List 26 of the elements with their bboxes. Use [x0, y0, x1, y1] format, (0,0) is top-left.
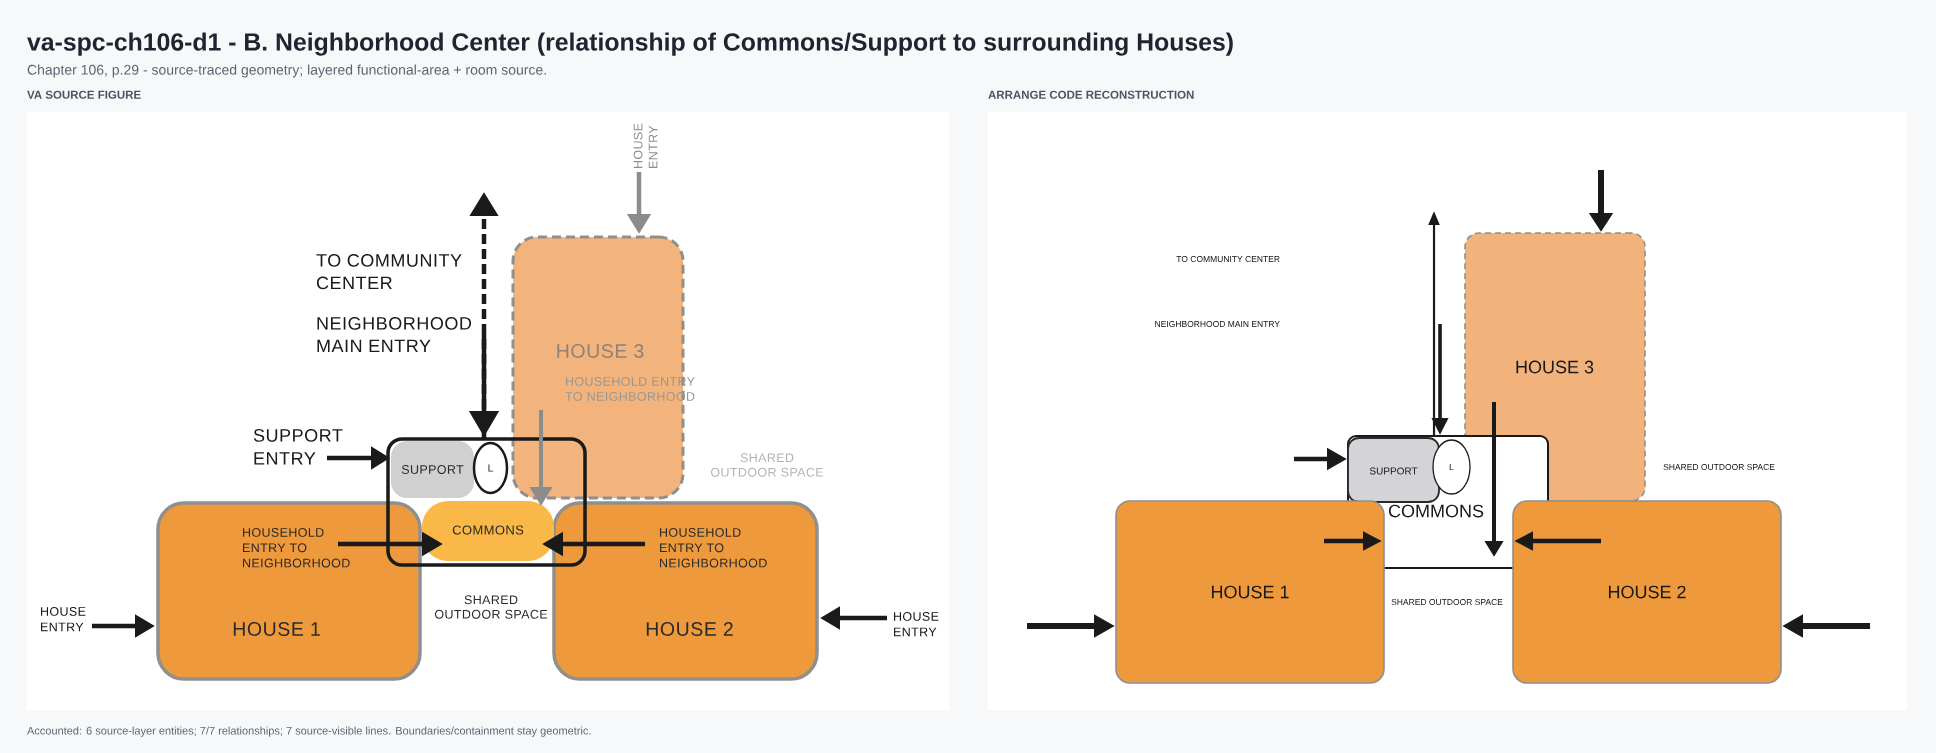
entry-label: HOUSEHOLD ENTRY TO NEIGHBORHOOD — [660, 528, 767, 568]
edge-label: HOUSE ENTRY — [894, 612, 939, 637]
subtitle: Chapter 106, p.29 - source-traced geometry; layered functional-area + room source. — [27, 64, 546, 78]
house-box: HOUSE 2 — [1512, 500, 1782, 684]
area-label: SHARED OUTDOOR SPACE — [1663, 464, 1775, 470]
edge-label: TO COMMUNITY CENTER — [316, 254, 462, 290]
house-box: HOUSE 1 — [1115, 500, 1385, 684]
edge-label: NEIGHBORHOOD MAIN ENTRY — [317, 317, 472, 353]
annotation: TO COMMUNITY CENTER — [1176, 256, 1280, 262]
area-label: SHARED OUTDOOR SPACE — [1391, 599, 1503, 605]
area-label: SHARED OUTDOOR SPACE — [435, 595, 548, 619]
caption: Accounted: 6 source-layer entities; 7/7 relationships; 7 source-visible lines. Boundaries/containment stay geometric. — [27, 726, 591, 737]
boundary-outline — [386, 437, 587, 567]
annotation: NEIGHBORHOOD MAIN ENTRY — [1155, 321, 1280, 327]
area-label: SHARED OUTDOOR SPACE — [711, 453, 824, 477]
oval: L — [1432, 439, 1471, 495]
entry-label: HOUSEHOLD ENTRY TO NEIGHBORHOOD — [243, 528, 350, 568]
edge-label: HOUSE ENTRY — [633, 123, 658, 168]
edge-label: HOUSE ENTRY — [41, 607, 86, 632]
panel-heading: VA SOURCE FIGURE — [27, 90, 141, 99]
title: va-spc-ch106-d1 - B. Neighborhood Center (relationship of Commons/Support to surrounding Houses) — [27, 32, 1233, 56]
oval: L — [472, 441, 509, 495]
support-box: SUPPORT — [1347, 437, 1440, 503]
edge-label: SUPPORT ENTRY — [253, 429, 343, 465]
panel-heading: ARRANGE CODE RECONSTRUCTION — [988, 90, 1194, 99]
support-box: SUPPORT — [391, 441, 474, 498]
